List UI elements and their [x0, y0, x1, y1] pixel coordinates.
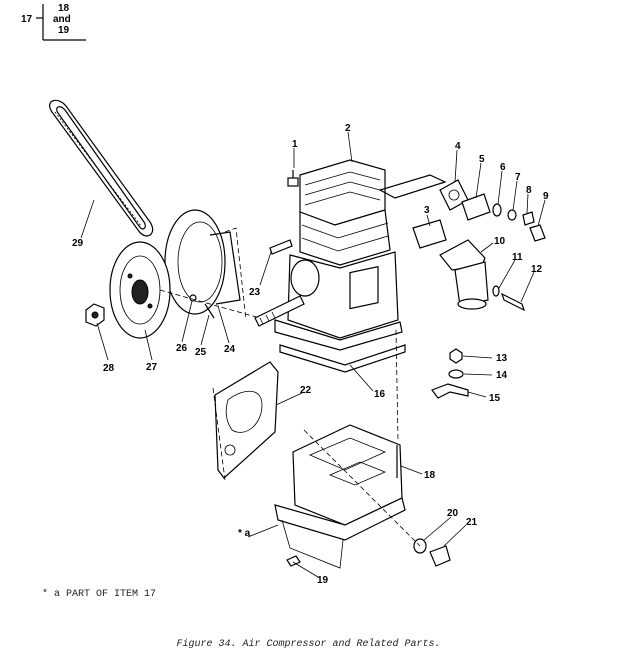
drive-belt [49, 99, 154, 237]
nut-13 [449, 348, 463, 364]
bolt-21 [429, 545, 451, 567]
callout-29: 29 [72, 238, 84, 249]
adapter-base [274, 424, 406, 569]
pin-25 [204, 303, 215, 319]
gasket-3 [412, 219, 447, 249]
callout-27: 27 [146, 362, 158, 373]
callout-13: 13 [496, 353, 508, 364]
pulley-rear-half [164, 209, 247, 321]
figure-ref-line-2: and [53, 14, 71, 25]
callout-2: 2 [345, 123, 351, 134]
callout-6: 6 [500, 162, 506, 173]
screw-19 [286, 555, 301, 567]
drawing [49, 99, 546, 569]
fitting-1 [287, 170, 299, 187]
callout-a: * a [238, 528, 251, 539]
callout-8: 8 [526, 185, 532, 196]
callout-20: 20 [447, 508, 459, 519]
callout-25: 25 [195, 347, 207, 358]
shaft-key [269, 239, 293, 255]
callout-19: 19 [317, 575, 329, 586]
callout-26: 26 [176, 343, 188, 354]
callout-9: 9 [543, 191, 549, 202]
callout-14: 14 [496, 370, 508, 381]
compressor-body [254, 159, 403, 351]
mounting-gasket [214, 361, 279, 479]
callout-21: 21 [466, 517, 478, 528]
callout-18: 18 [424, 470, 436, 481]
callout-7: 7 [515, 172, 521, 183]
discharge-pipe [378, 174, 447, 199]
callout-28: 28 [103, 363, 115, 374]
pulley-nut [85, 303, 105, 327]
callout-5: 5 [479, 154, 485, 165]
washer-14 [448, 369, 464, 379]
callout-labels: 1 2 3 4 5 6 7 8 9 10 11 12 13 14 15 16 1… [72, 123, 549, 586]
callout-3: 3 [424, 205, 430, 216]
callout-23: 23 [249, 287, 261, 298]
bolt-12 [500, 292, 526, 312]
base-gasket [279, 344, 406, 373]
bracket-15 [431, 383, 469, 399]
callout-1: 1 [292, 139, 298, 150]
callout-4: 4 [455, 141, 461, 152]
callout-15: 15 [489, 393, 501, 404]
callout-24: 24 [224, 344, 236, 355]
callout-12: 12 [531, 264, 543, 275]
callout-16: 16 [374, 389, 386, 400]
figure-ref-line-3: 19 [58, 25, 70, 36]
unloader-body [439, 239, 489, 310]
pulley-front-half [109, 241, 171, 339]
callout-11: 11 [512, 252, 523, 263]
figure-ref-line-1: 18 [58, 3, 70, 14]
washer-11 [492, 285, 500, 297]
figure-caption: Figure 34. Air Compressor and Related Pa… [176, 639, 441, 650]
leader-lines [80, 131, 546, 578]
callout-10: 10 [494, 236, 506, 247]
discharge-fittings [439, 179, 546, 242]
callout-22: 22 [300, 385, 312, 396]
figure-ref-parent: 17 [21, 14, 33, 25]
footnote: * a PART OF ITEM 17 [42, 589, 157, 600]
figure-reference: 17 18 and 19 [21, 3, 86, 41]
